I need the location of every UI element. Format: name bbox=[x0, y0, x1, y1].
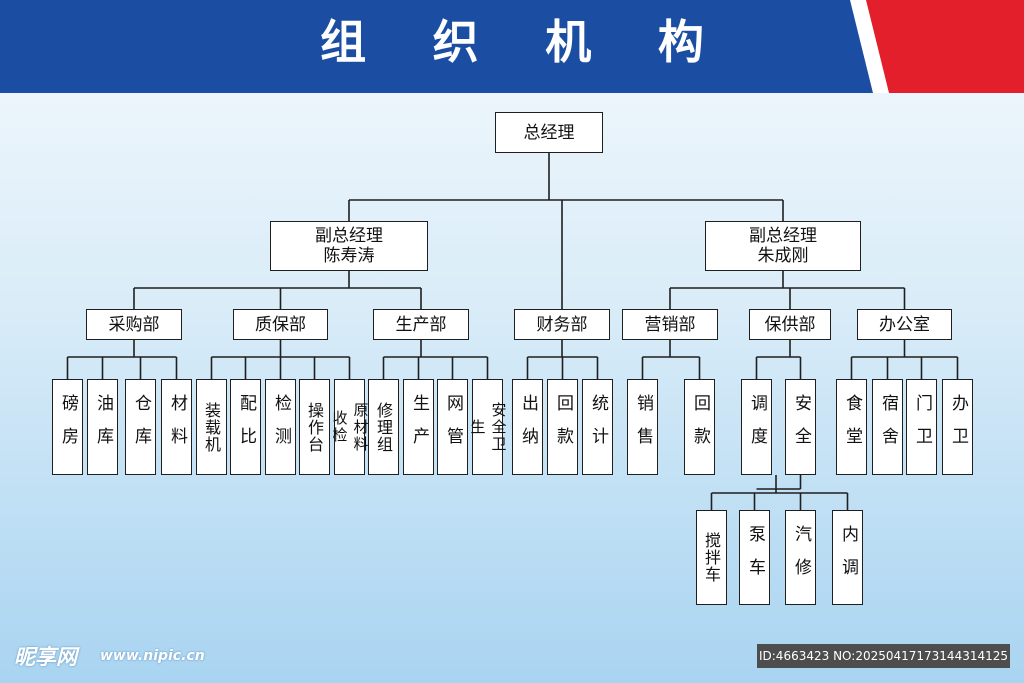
node-label: 汽修 bbox=[791, 524, 811, 591]
node-l-huikuan1: 回款 bbox=[547, 379, 578, 475]
node-l-anquan: 安全 bbox=[785, 379, 816, 475]
node-label: 食堂 bbox=[842, 394, 862, 460]
node-label: 回款 bbox=[553, 394, 573, 460]
node-label: 宿舍 bbox=[878, 394, 898, 460]
node-label: 生产部 bbox=[395, 314, 447, 335]
watermark-id: ID:4663423 NO:20250417173144314125 bbox=[757, 644, 1010, 668]
page-title: 组 织 机 构 bbox=[320, 15, 730, 69]
node-l-zhuangzaiji: 装载机 bbox=[196, 379, 227, 475]
node-label: 统计 bbox=[588, 394, 608, 460]
node-l-wangguan: 网管 bbox=[437, 379, 468, 475]
node-label: 副总经理 bbox=[749, 226, 817, 246]
banner-blue-band bbox=[0, 0, 885, 93]
node-d-yingxiao: 营销部 bbox=[622, 309, 718, 340]
node-l-sushe: 宿舍 bbox=[872, 379, 903, 475]
node-label: 材料 bbox=[167, 394, 187, 460]
node-label: 生产 bbox=[409, 394, 429, 460]
node-d-shengchan: 生产部 bbox=[373, 309, 469, 340]
node-l-xiulizu: 修理组 bbox=[368, 379, 399, 475]
node-label: 朱成刚 bbox=[757, 246, 809, 266]
node-gm: 总经理 bbox=[495, 112, 603, 153]
node-label: 安全卫 bbox=[489, 401, 508, 453]
node-l-cangku: 仓库 bbox=[125, 379, 156, 475]
node-l-xiaoshou: 销售 bbox=[627, 379, 658, 475]
node-l-shitang: 食堂 bbox=[836, 379, 867, 475]
node-label: 修理组 bbox=[374, 401, 393, 453]
node-l-youku: 油库 bbox=[87, 379, 118, 475]
node-s-jiaobanche: 搅拌车 bbox=[696, 510, 727, 605]
node-label: 操作台 bbox=[305, 401, 324, 453]
banner-red-corner bbox=[866, 0, 1024, 93]
node-l-jiance: 检测 bbox=[265, 379, 296, 475]
node-label: 网管 bbox=[443, 394, 463, 460]
node-label: 检测 bbox=[271, 394, 291, 460]
node-label: 保供部 bbox=[764, 314, 816, 335]
node-d-caigou: 采购部 bbox=[86, 309, 182, 340]
node-label: 搅拌车 bbox=[702, 532, 721, 583]
node-l-tongji: 统计 bbox=[582, 379, 613, 475]
node-label: 调度 bbox=[747, 394, 767, 460]
node-label: 采购部 bbox=[108, 314, 160, 335]
node-label: 销售 bbox=[633, 394, 653, 460]
node-s-neidiao: 内调 bbox=[832, 510, 863, 605]
node-vp2: 副总经理朱成刚 bbox=[705, 221, 861, 271]
node-label: 质保部 bbox=[255, 314, 306, 335]
node-d-bangong: 办公室 bbox=[857, 309, 952, 340]
node-label: 财务部 bbox=[536, 314, 588, 335]
node-label: 生 bbox=[468, 418, 487, 436]
node-l-chuna: 出纳 bbox=[512, 379, 543, 475]
watermark-logo: 昵享网 bbox=[14, 645, 77, 669]
node-d-zhibao: 质保部 bbox=[233, 309, 328, 340]
node-l-diaodu: 调度 bbox=[741, 379, 772, 475]
node-l-menwei: 门卫 bbox=[906, 379, 937, 475]
node-l-peibi: 配比 bbox=[230, 379, 261, 475]
node-label: 收检 bbox=[330, 410, 349, 444]
node-label: 回款 bbox=[690, 394, 710, 460]
node-label: 磅房 bbox=[58, 394, 78, 460]
node-s-bengche: 泵车 bbox=[739, 510, 770, 605]
node-l-caozuotai: 操作台 bbox=[299, 379, 330, 475]
node-l-yuancailiao: 原材料收检 bbox=[331, 379, 370, 475]
node-d-caiwu: 财务部 bbox=[514, 309, 610, 340]
node-label: 办卫 bbox=[948, 394, 968, 460]
node-l-anquanweisheng: 安全卫生 bbox=[469, 379, 508, 475]
node-label: 陈寿涛 bbox=[323, 246, 375, 266]
node-label: 办公室 bbox=[879, 314, 930, 335]
title-banner bbox=[0, 0, 1024, 93]
node-label: 内调 bbox=[838, 524, 858, 591]
node-label: 营销部 bbox=[644, 314, 696, 335]
node-label: 泵车 bbox=[745, 524, 765, 591]
node-label: 总经理 bbox=[523, 122, 575, 143]
node-l-shengchan: 生产 bbox=[403, 379, 434, 475]
node-label: 仓库 bbox=[131, 394, 151, 460]
node-d-baogong: 保供部 bbox=[749, 309, 831, 340]
node-label: 原材料 bbox=[351, 401, 370, 453]
watermark-url: www.nipic.cn bbox=[100, 648, 205, 664]
node-s-qixiu: 汽修 bbox=[785, 510, 816, 605]
node-l-cailiao: 材料 bbox=[161, 379, 192, 475]
node-label: 装载机 bbox=[202, 401, 221, 453]
node-label: 安全 bbox=[791, 394, 811, 460]
node-vp1: 副总经理陈寿涛 bbox=[270, 221, 428, 271]
banner-white-stripe bbox=[850, 0, 889, 93]
node-l-huikuan2: 回款 bbox=[684, 379, 715, 475]
node-label: 门卫 bbox=[912, 394, 932, 460]
node-label: 出纳 bbox=[518, 394, 538, 460]
node-label: 油库 bbox=[93, 394, 113, 460]
node-label: 副总经理 bbox=[315, 226, 383, 246]
node-l-banwei: 办卫 bbox=[942, 379, 973, 475]
node-l-bangfang: 磅房 bbox=[52, 379, 83, 475]
node-label: 配比 bbox=[236, 394, 256, 460]
